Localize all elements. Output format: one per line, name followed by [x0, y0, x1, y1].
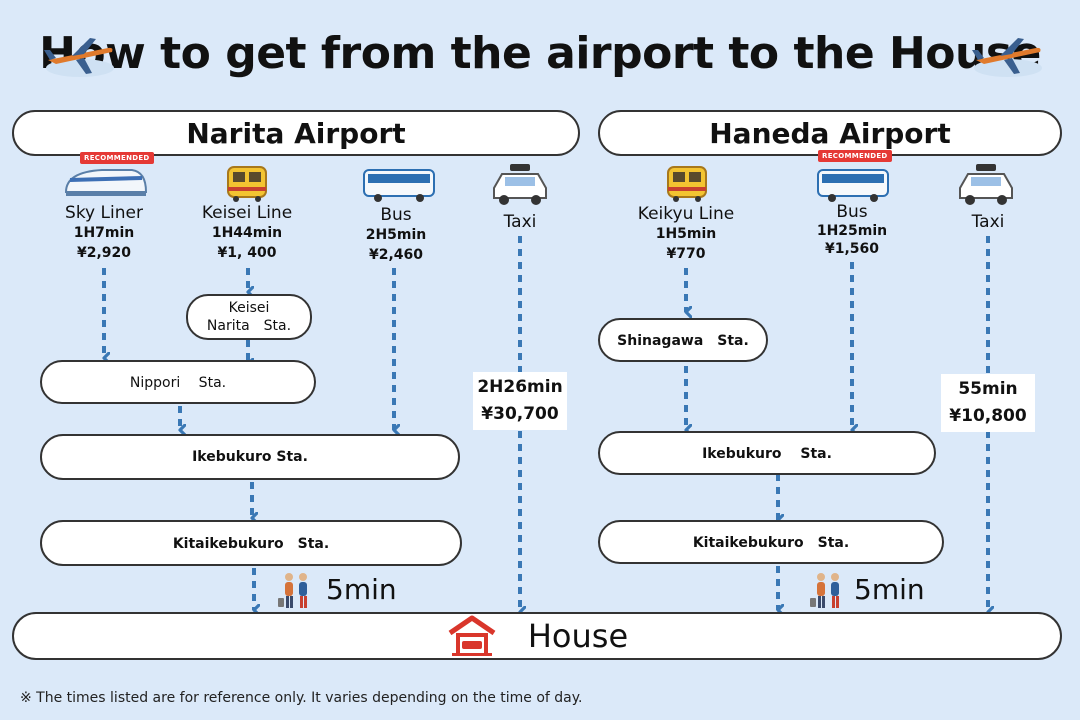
mode-sky-liner: Sky Liner 1H7min ¥2,920: [39, 203, 169, 263]
mode-name: Keisei Line: [201, 203, 293, 223]
walk-time: 5min: [854, 573, 925, 606]
mode-taxi: Taxi: [923, 212, 1053, 232]
taxi-info: 55min ¥10,800: [941, 374, 1035, 432]
train-icon: [64, 169, 148, 196]
station-label: Shinagawa Sta.: [617, 333, 749, 349]
house-icon: [448, 615, 496, 656]
walking-people-icon: [278, 573, 307, 608]
station-kitaikebukuro: Kitaikebukuro Sta.: [40, 520, 462, 566]
mode-name: Bus: [836, 202, 868, 222]
bus-icon: [817, 169, 889, 202]
station-label: Kitaikebukuro Sta.: [172, 536, 330, 552]
mode-bus: Bus 2H5min ¥2,460: [331, 205, 461, 265]
mode-name: Taxi: [971, 212, 1005, 232]
mode-price: ¥2,920: [76, 245, 132, 261]
airplane-icon: [972, 38, 1042, 77]
bus-icon: [363, 169, 435, 202]
station-label: Kitaikebukuro Sta.: [692, 535, 850, 551]
narita-airport-header: Narita Airport: [12, 110, 580, 156]
recommended-badge: RECOMMENDED: [818, 150, 892, 162]
house-destination: House: [12, 612, 1062, 660]
taxi-time: 2H26min: [477, 377, 563, 397]
mode-time: 1H7min: [73, 225, 135, 241]
recommended-badge: RECOMMENDED: [80, 152, 154, 164]
walking-people-icon: [810, 573, 839, 608]
mode-keisei-line: Keisei Line 1H44min ¥1, 400: [182, 203, 312, 263]
station-shinagawa: Shinagawa Sta.: [598, 318, 768, 362]
footnote: ※ The times listed are for reference onl…: [20, 690, 583, 706]
haneda-airport-label: Haneda Airport: [709, 116, 951, 150]
taxi-icon: [493, 164, 547, 205]
mode-price: ¥2,460: [368, 247, 424, 263]
mode-bus: Bus 1H25min ¥1,560: [787, 203, 917, 258]
mode-taxi: Taxi: [455, 212, 585, 232]
station-nippori: Nippori Sta.: [40, 360, 316, 404]
airplane-icon: [44, 38, 114, 77]
haneda-airport-header: Haneda Airport: [598, 110, 1062, 156]
taxi-icon: [959, 164, 1013, 205]
station-label: Ikebukuro Sta.: [192, 449, 308, 465]
station-ikebukuro: Ikebukuro Sta.: [40, 434, 460, 480]
taxi-time: 55min: [958, 379, 1018, 399]
mode-name: Bus: [380, 205, 412, 225]
mode-name: Keikyu Line: [637, 204, 735, 224]
train-icon: [667, 166, 707, 202]
train-icon: [227, 166, 267, 202]
mode-keikyu-line: Keikyu Line 1H5min ¥770: [621, 204, 751, 264]
house-label: House: [527, 617, 629, 655]
station-label: Nippori Sta.: [129, 375, 227, 391]
narita-airport-label: Narita Airport: [186, 116, 406, 150]
mode-time: 1H44min: [211, 225, 283, 241]
station-ikebukuro: Ikebukuro Sta.: [598, 431, 936, 475]
mode-time: 1H5min: [655, 226, 717, 242]
mode-time: 2H5min: [365, 227, 427, 243]
taxi-price: ¥10,800: [949, 406, 1027, 426]
station-label: Narita Sta.: [206, 318, 292, 334]
station-kitaikebukuro: Kitaikebukuro Sta.: [598, 520, 944, 564]
taxi-price: ¥30,700: [481, 404, 559, 424]
mode-time: 1H25min: [816, 223, 888, 239]
mode-price: ¥1,560: [824, 241, 880, 257]
walk-time: 5min: [326, 573, 397, 606]
station-keisei-narita: Keisei Narita Sta.: [186, 294, 312, 340]
station-label: Keisei: [228, 300, 270, 316]
mode-price: ¥770: [666, 246, 706, 262]
mode-name: Sky Liner: [65, 203, 143, 223]
page-title: How to get from the airport to the House: [39, 28, 1041, 79]
mode-price: ¥1, 400: [217, 245, 277, 261]
taxi-info: 2H26min ¥30,700: [473, 372, 567, 430]
mode-name: Taxi: [503, 212, 537, 232]
station-label: Ikebukuro Sta.: [702, 446, 832, 462]
